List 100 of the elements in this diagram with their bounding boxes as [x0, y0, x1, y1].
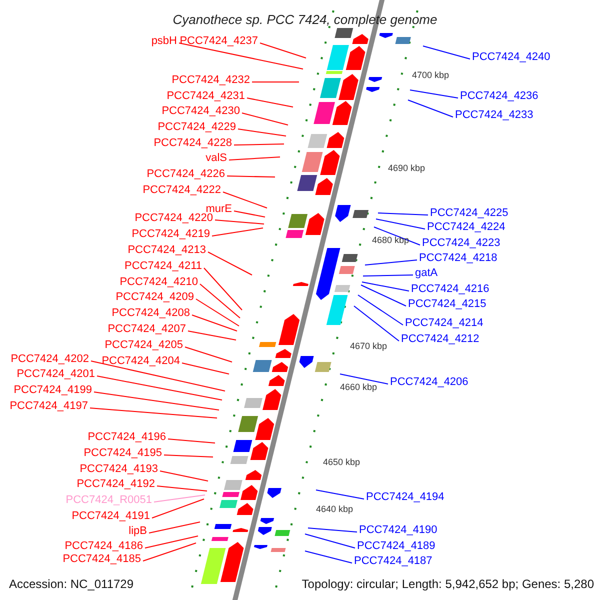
- leader-line: [374, 226, 420, 246]
- gene-label: PCC7424_4226: [146, 167, 225, 181]
- leader-line: [308, 528, 358, 532]
- gene-label: PCC7424_4229: [158, 120, 236, 134]
- gene-label: PCC7424_4224: [427, 220, 506, 234]
- title: Cyanothece sp. PCC 7424, complete genome: [172, 11, 438, 29]
- leader-line: [188, 330, 236, 340]
- gene-label: PCC7424_4219: [132, 227, 210, 241]
- leader-line: [148, 522, 200, 534]
- gene-label: PCC7424_4209: [116, 290, 194, 304]
- leader-line: [234, 210, 266, 218]
- leader-line: [362, 274, 414, 276]
- leader-line: [200, 284, 240, 318]
- leader-line: [164, 454, 214, 458]
- leader-line: [378, 212, 428, 216]
- scale-label: 4680 kbp: [372, 235, 410, 246]
- leader-line: [304, 534, 356, 548]
- scale-label: 4670 kbp: [350, 341, 388, 352]
- gene-label: PCC7424_4213: [128, 243, 206, 257]
- gene-label: PCC7424_4185: [62, 552, 141, 566]
- leader-line: [212, 228, 264, 236]
- gene-label: PCC7424_4186: [64, 539, 143, 553]
- leader-line: [222, 192, 268, 208]
- leader-line: [354, 306, 400, 342]
- gene-label: PCC7424_4191: [72, 509, 150, 523]
- leader-line: [154, 494, 206, 502]
- gene-label: PCC7424_4202: [10, 352, 89, 366]
- leader-line: [234, 144, 284, 146]
- leader-line: [152, 498, 204, 518]
- scale-label: 4690 kbp: [388, 163, 426, 174]
- leader-line: [214, 220, 264, 224]
- leader-line: [340, 374, 388, 384]
- leader-line: [246, 98, 294, 108]
- leader-line: [208, 252, 252, 276]
- gene-label: PCC7424_4205: [104, 338, 183, 352]
- gene-label: PCC7424_4222: [142, 183, 221, 197]
- gene-label: PCC7424_4212: [401, 332, 480, 346]
- gene-label: lipB: [128, 524, 147, 538]
- gene-label: PCC7424_4225: [430, 206, 508, 220]
- leader-line: [358, 294, 404, 326]
- gene-label: PCC7424_4223: [422, 236, 500, 250]
- gene-label: PCC7424_4231: [166, 89, 245, 103]
- leader-line: [168, 438, 216, 444]
- gene-label: PCC7424_4216: [411, 282, 490, 296]
- gene-label: PCC7424_4228: [154, 136, 232, 150]
- leader-line: [238, 128, 286, 136]
- gene-label: PCC7424_R0051: [66, 493, 152, 507]
- gene-label: PCC7424_4237: [180, 34, 258, 48]
- leader-line: [304, 550, 352, 564]
- leader-line: [160, 470, 208, 482]
- gene-label: PCC7424_4236: [460, 89, 538, 103]
- leader-line: [90, 360, 226, 392]
- scale-label: 4660 kbp: [340, 382, 378, 393]
- gene-label: PCC7424_4187: [354, 554, 432, 568]
- gene-label: PCC7424_4196: [88, 430, 166, 444]
- leader-line: [196, 298, 240, 326]
- leader-line: [144, 536, 198, 548]
- leader-line: [96, 376, 222, 400]
- gene-label: PCC7424_4193: [80, 462, 158, 476]
- leader-line: [362, 282, 410, 292]
- leader-line: [376, 218, 426, 230]
- scale-label: 4700 kbp: [412, 70, 450, 81]
- gene-label: PCC7424_4218: [419, 251, 498, 265]
- accession-text: Accession: NC_011729: [9, 576, 134, 593]
- gene-label: PCC7424_4189: [357, 539, 436, 553]
- gene-label: PCC7424_4208: [112, 306, 190, 320]
- leader-line: [94, 392, 220, 410]
- leader-line: [192, 314, 238, 332]
- gene-label: gatA: [415, 266, 438, 280]
- leader-line: [408, 100, 454, 118]
- scale-label: 4640 kbp: [316, 504, 354, 515]
- leader-line: [260, 42, 306, 58]
- leader-line: [360, 284, 406, 306]
- gene-label: PCC7424_4206: [390, 375, 468, 389]
- gene-label: PCC7424_4214: [405, 316, 484, 330]
- leader-line: [142, 542, 196, 562]
- gene-label: PCC7424_4195: [84, 446, 162, 460]
- gene-label: PCC7424_4204: [102, 354, 180, 368]
- gene-label: PCC7424_4230: [162, 104, 240, 118]
- gene-label: PCC7424_4210: [120, 275, 198, 289]
- leader-line: [364, 260, 418, 266]
- leader-line: [184, 346, 232, 362]
- leader-line: [228, 156, 280, 160]
- leader-line: [182, 362, 230, 374]
- leader-line: [242, 112, 288, 126]
- leader-line: [156, 486, 208, 492]
- leader-line: [422, 46, 470, 60]
- gene-label: psbH: [151, 34, 177, 48]
- gene-label: PCC7424_4192: [76, 477, 155, 491]
- gene-label: PCC7424_4197: [10, 399, 88, 413]
- gene-label: valS: [206, 151, 227, 165]
- leader-line: [410, 90, 458, 98]
- gene-label: PCC7424_4194: [366, 490, 444, 504]
- gene-label: PCC7424_4190: [359, 523, 438, 537]
- gene-label: PCC7424_4207: [108, 322, 186, 336]
- gene-label: PCC7424_4201: [16, 367, 95, 381]
- leader-line: [204, 268, 242, 310]
- gene-label: PCC7424_4220: [134, 211, 213, 225]
- leader-line: [316, 490, 364, 500]
- leader-line: [178, 42, 304, 70]
